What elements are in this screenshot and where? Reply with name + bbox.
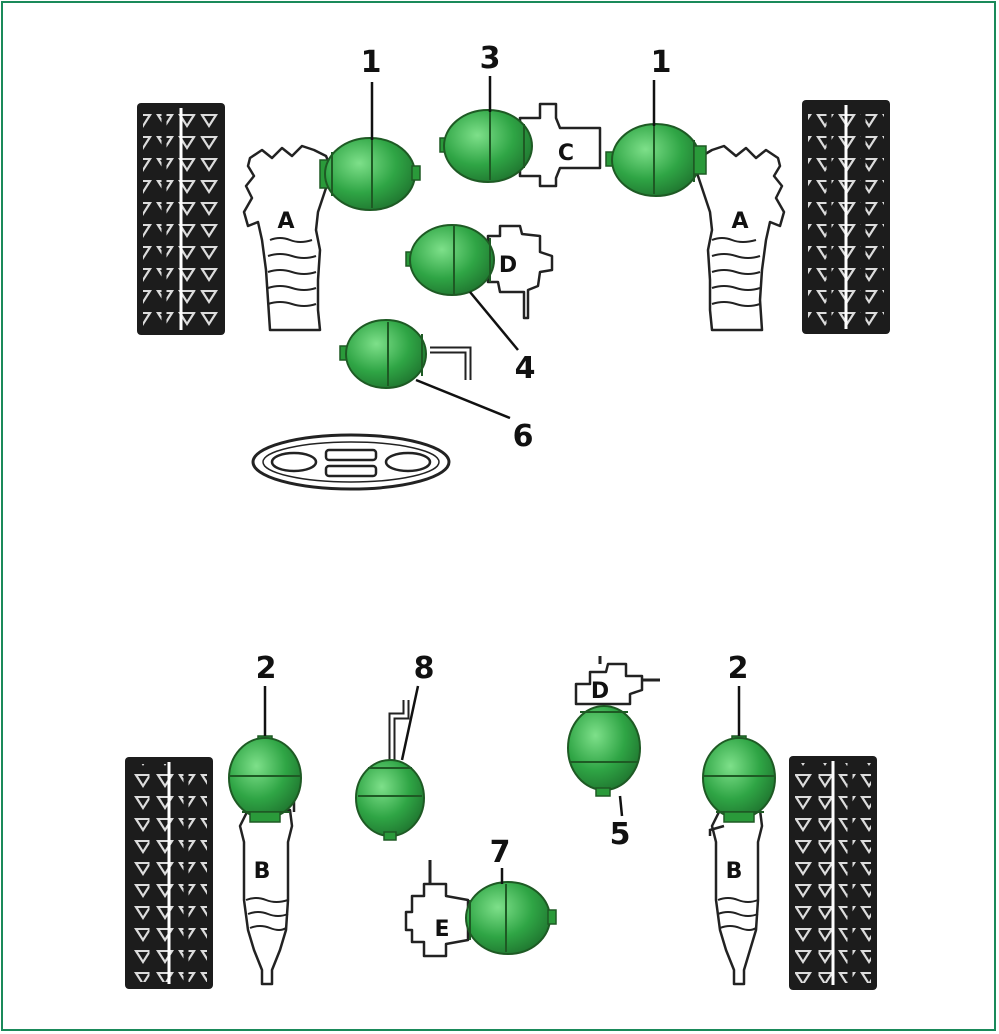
label-2-left: 2 (256, 651, 277, 686)
sphere-6 (339, 319, 472, 389)
leader-line-6 (415, 378, 511, 420)
letter-d-front: D (499, 253, 517, 278)
label-2-right: 2 (728, 651, 749, 686)
label-1-right: 1 (651, 45, 672, 80)
valve-block-c (518, 102, 602, 188)
valve-block-d-rear (574, 656, 660, 706)
sphere-1-left (319, 137, 421, 211)
label-6: 6 (513, 419, 534, 454)
front-left-tyre (137, 103, 225, 335)
sphere-3 (439, 109, 533, 183)
label-3: 3 (480, 41, 501, 76)
label-8: 8 (414, 651, 435, 686)
rear-right-tyre (789, 756, 877, 990)
sphere-8 (355, 700, 425, 841)
label-1-left: 1 (361, 45, 382, 80)
label-5: 5 (610, 817, 631, 852)
leader-line-5 (618, 795, 624, 817)
rear-left-strut (238, 798, 296, 986)
letter-e: E (434, 917, 449, 942)
letter-a-right: A (731, 209, 748, 234)
leader-line-8 (400, 685, 420, 761)
sphere-2-left (228, 735, 302, 823)
letter-b-right: B (726, 859, 743, 884)
valve-block-d-front (486, 224, 554, 320)
rear-left-tyre (125, 757, 213, 989)
front-right-strut (694, 144, 786, 332)
rear-right-strut (708, 808, 764, 986)
letter-d-rear: D (591, 679, 609, 704)
letter-a-left: A (277, 209, 294, 234)
sphere-7 (465, 881, 557, 955)
leader-line-4 (469, 291, 519, 351)
front-left-strut (242, 144, 334, 332)
label-7: 7 (490, 835, 511, 870)
sphere-1-right (605, 123, 707, 197)
sphere-4 (405, 224, 495, 296)
valve-block-e (404, 860, 470, 958)
front-right-tyre (802, 100, 890, 334)
sphere-2-right (702, 735, 776, 823)
oval-mounting-plate (251, 433, 451, 491)
letter-b-left: B (254, 859, 271, 884)
label-4: 4 (515, 351, 536, 386)
sphere-5 (567, 705, 641, 797)
letter-c: C (558, 141, 574, 166)
